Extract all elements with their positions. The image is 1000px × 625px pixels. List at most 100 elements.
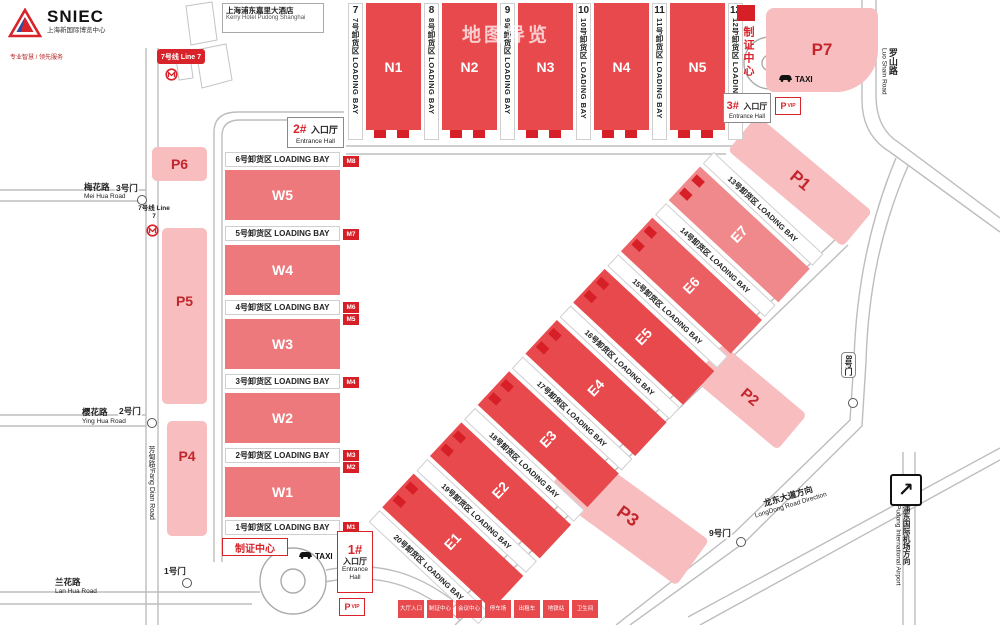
legend-item[interactable]: 制证中心 bbox=[427, 600, 453, 618]
hall-gate-marker bbox=[404, 481, 419, 495]
hall-w4[interactable]: W4 bbox=[225, 245, 340, 295]
loading-bay-2: 2号卸货区 LOADING BAY bbox=[225, 448, 340, 463]
dock-marker-m5: M5 bbox=[343, 314, 359, 325]
hall-gate-marker bbox=[631, 238, 645, 253]
entrance-1-number: 1# bbox=[347, 542, 363, 558]
loading-bay-8: 8 8号卸货区 LOADING BAY bbox=[424, 3, 439, 140]
entrance-3-number: 3# bbox=[726, 99, 739, 112]
badge-center-south[interactable]: 制证中心 bbox=[222, 538, 288, 556]
hall-gate-marker bbox=[500, 379, 514, 393]
entrance-1-cn: 入口厅 bbox=[343, 556, 367, 566]
dock-marker-m1: M1 bbox=[343, 522, 359, 533]
gate-3[interactable]: 3号门 bbox=[115, 182, 139, 194]
hall-gate-marker bbox=[701, 130, 713, 138]
bay-number: 9 bbox=[504, 5, 511, 16]
hall-gate-marker bbox=[526, 130, 538, 138]
hall-w1[interactable]: W1 bbox=[225, 467, 340, 517]
hall-w5[interactable]: W5 bbox=[225, 170, 340, 220]
hall-gate-marker bbox=[678, 130, 690, 138]
entrance-2[interactable]: 2# 入口厅 Entrance Hall bbox=[287, 117, 344, 148]
taxi-stand[interactable]: TAXI bbox=[298, 551, 333, 561]
entrance-1-en2: Hall bbox=[349, 573, 361, 581]
bay-number: 7 bbox=[352, 5, 359, 16]
gate-2[interactable]: 2号门 bbox=[118, 405, 142, 417]
entrance-2-number: 2# bbox=[293, 122, 307, 137]
gate-9-circle bbox=[736, 537, 746, 547]
car-icon bbox=[298, 551, 313, 561]
badge-center-north[interactable]: 制证中心 bbox=[742, 26, 754, 78]
sniec-logo: SNIEC 上海新国际博览中心 bbox=[7, 7, 106, 43]
taxi-stand[interactable]: TAXI bbox=[778, 74, 813, 84]
hall-n4[interactable]: N4 bbox=[594, 3, 649, 138]
entrance-2-en: Entrance Hall bbox=[295, 137, 336, 145]
gate-2-circle bbox=[147, 418, 157, 428]
legend-item[interactable]: 出租车 bbox=[514, 600, 540, 618]
hall-gate-marker bbox=[691, 174, 705, 188]
hall-gate-marker bbox=[397, 130, 409, 138]
metro-icon[interactable] bbox=[165, 68, 178, 86]
gate-1[interactable]: 1号门 bbox=[163, 565, 187, 577]
hall-gate-marker bbox=[374, 130, 386, 138]
hall-gate-marker bbox=[452, 430, 467, 444]
logo-tagline: 专业智慧 / 领先服务 bbox=[10, 55, 64, 61]
legend-item[interactable]: 地铁站 bbox=[543, 600, 569, 618]
gate-8-circle bbox=[848, 398, 858, 408]
loading-bay-5: 5号卸货区 LOADING BAY bbox=[225, 226, 340, 241]
entrance-3[interactable]: 3# 入口厅 Entrance Hall bbox=[723, 93, 771, 123]
watermark: 地图导览 bbox=[462, 25, 551, 46]
car-icon bbox=[778, 74, 793, 84]
hotel-label: 上海浦东嘉里大酒店 Kerry Hotel Pudong Shanghai bbox=[222, 3, 324, 33]
hall-n2[interactable]: N2 bbox=[442, 3, 497, 138]
parking-p5[interactable]: P5 bbox=[162, 228, 207, 404]
parking-p6[interactable]: P6 bbox=[152, 147, 207, 181]
entrance-1[interactable]: 1# 入口厅 Entrance Hall bbox=[337, 531, 373, 593]
hall-gate-marker bbox=[643, 225, 658, 239]
dock-marker-m8: M8 bbox=[343, 156, 359, 167]
hall-gate-marker bbox=[392, 494, 407, 509]
gate-9[interactable]: 9号门 bbox=[708, 527, 732, 539]
hall-gate-marker bbox=[549, 130, 561, 138]
hall-w2[interactable]: W2 bbox=[225, 393, 340, 443]
parking-p4[interactable]: P4 bbox=[167, 421, 207, 536]
loading-bay-3: 3号卸货区 LOADING BAY bbox=[225, 374, 340, 389]
hall-gate-marker bbox=[679, 187, 693, 201]
dock-marker-m7: M7 bbox=[343, 229, 359, 240]
road-label-luoshan: 罗山路 Luo Shain Road bbox=[880, 48, 898, 95]
hall-gate-marker bbox=[535, 341, 550, 355]
sniec-logo-icon bbox=[7, 7, 43, 43]
road-label-airport: 浦东国际机场方向 Pudong International Airport bbox=[894, 505, 912, 586]
gate-8[interactable]: 8号门 bbox=[841, 352, 856, 379]
road-label-fangdian: 芳甸路/Fang Dian Road bbox=[147, 446, 156, 520]
metro-line7-label[interactable]: 7号线 Line 7 bbox=[138, 205, 170, 220]
bay-number: 8 bbox=[428, 5, 435, 16]
hall-n3[interactable]: N3 bbox=[518, 3, 573, 138]
legend-item[interactable]: 会议中心 bbox=[456, 600, 482, 618]
dock-marker-m4: M4 bbox=[343, 377, 359, 388]
bay-number: 12 bbox=[729, 5, 742, 16]
hall-gate-marker bbox=[583, 289, 598, 304]
hotel-name-en: Kerry Hotel Pudong Shanghai bbox=[226, 15, 306, 21]
loading-bay-4: 4号卸货区 LOADING BAY bbox=[225, 300, 340, 315]
hall-n1[interactable]: N1 bbox=[366, 3, 421, 138]
entrance-3-en: Entrance Hall bbox=[728, 113, 766, 120]
loading-bay-10: 10 10号卸货区 LOADING BAY bbox=[576, 3, 591, 140]
legend-item[interactable]: 停车场 bbox=[485, 600, 511, 618]
hall-w3[interactable]: W3 bbox=[225, 319, 340, 369]
gate-1-circle bbox=[182, 578, 192, 588]
hall-n5[interactable]: N5 bbox=[670, 3, 725, 138]
logo-subtitle: 上海新国际博览中心 bbox=[47, 26, 106, 34]
metro-icon[interactable] bbox=[146, 224, 159, 242]
hall-gate-marker bbox=[548, 327, 562, 342]
legend-item[interactable]: 卫生间 bbox=[572, 600, 598, 618]
hall-gate-marker bbox=[450, 130, 462, 138]
hall-gate-marker bbox=[602, 130, 614, 138]
hall-gate-marker bbox=[440, 443, 454, 457]
legend-item[interactable]: 大厅入口 bbox=[398, 600, 424, 618]
metro-line7-badge[interactable]: 7号线 Line 7 bbox=[157, 49, 205, 64]
entrance-1-en1: Entrance bbox=[341, 566, 369, 574]
